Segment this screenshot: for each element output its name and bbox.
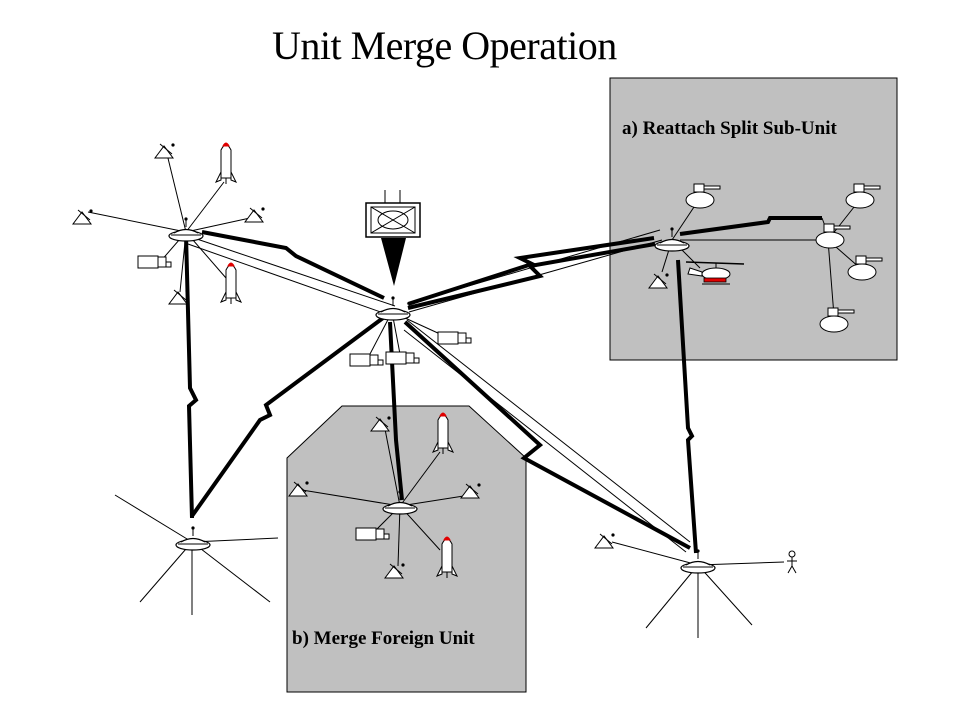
command-post-icon [365, 190, 421, 286]
region-reattach-label: a) Reattach Split Sub-Unit [622, 118, 837, 139]
page-title: Unit Merge Operation [272, 23, 617, 68]
soldier-icon [787, 550, 797, 574]
router-node-icon [375, 295, 411, 321]
router-node-icon [680, 548, 716, 574]
antenna-icon [72, 208, 94, 225]
helicopter-icon [685, 261, 745, 285]
region-merge-label: b) Merge Foreign Unit [292, 628, 475, 649]
router-node-icon [175, 525, 211, 551]
spokes-bottom-right [611, 541, 785, 638]
antenna-icon [154, 142, 176, 159]
missile-icon [215, 142, 237, 185]
antenna-icon [244, 206, 266, 223]
antenna-icon [594, 532, 616, 549]
vehicle-icon [385, 351, 420, 365]
vehicle-icon [355, 527, 390, 541]
missile-icon [220, 262, 242, 305]
vehicle-icon [437, 331, 472, 345]
vehicle-icon [137, 255, 172, 269]
vehicle-icon [349, 353, 384, 367]
